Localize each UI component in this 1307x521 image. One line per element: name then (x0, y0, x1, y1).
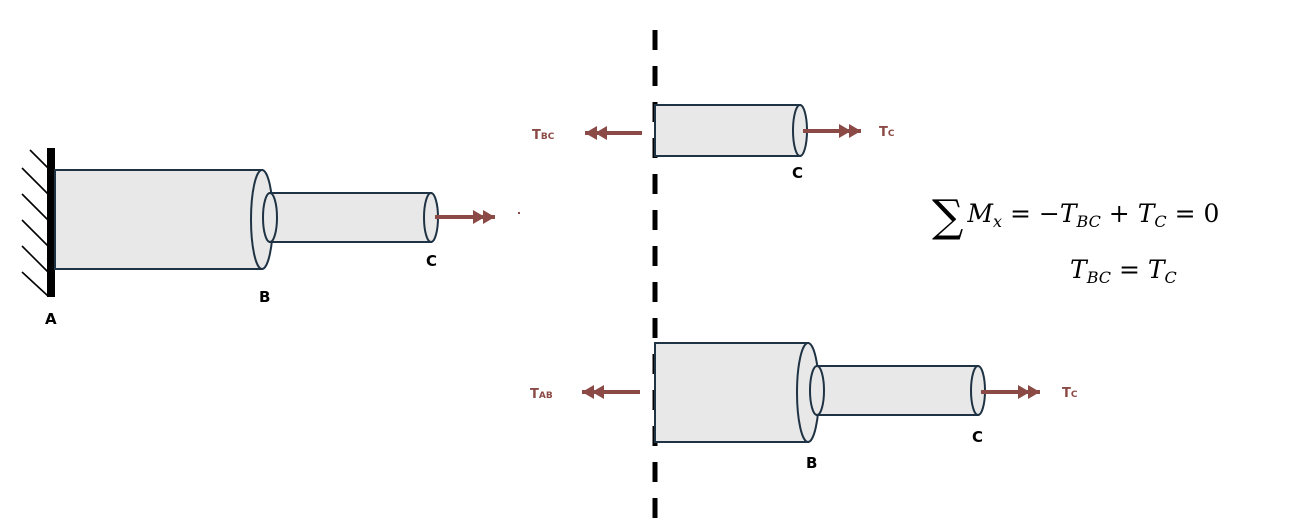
torque-label-bc: TBC (532, 128, 555, 143)
fixed-support-hatching (21, 149, 51, 297)
fbd-ab-small-body (816, 365, 979, 416)
torque-label-ab: TAB (530, 387, 553, 402)
torque-result-equation: TBC = TC (1070, 255, 1177, 287)
moment-equilibrium-equation: ∑Mx = −TBC + TC = 0 (932, 191, 1220, 242)
torque-label-c-bottom: TC (1062, 386, 1078, 401)
stray-dot (518, 212, 520, 214)
label-a: A (45, 310, 57, 328)
summation-symbol: ∑ (932, 191, 964, 242)
segment-bc-left-face (262, 192, 278, 243)
label-b: B (259, 288, 270, 306)
free-body-ab: TAB TC B C (530, 342, 1078, 472)
label-b-bottom: B (806, 454, 817, 472)
fbd-ab-large-body (654, 342, 809, 443)
fixed-support-wall (47, 148, 55, 297)
torque-label-c-top: TC (879, 125, 895, 140)
label-c-bottom: C (972, 428, 983, 446)
fbd-ab-small-left-face (809, 365, 825, 416)
label-c-top: C (792, 164, 803, 182)
segment-bc-body (269, 192, 432, 243)
full-shaft-assembly: A B C (21, 148, 520, 328)
segment-ab-body (54, 169, 263, 270)
label-c-full: C (426, 252, 437, 270)
free-body-bc: TBC TC C (532, 104, 895, 182)
fbd-bc-body (654, 104, 801, 157)
